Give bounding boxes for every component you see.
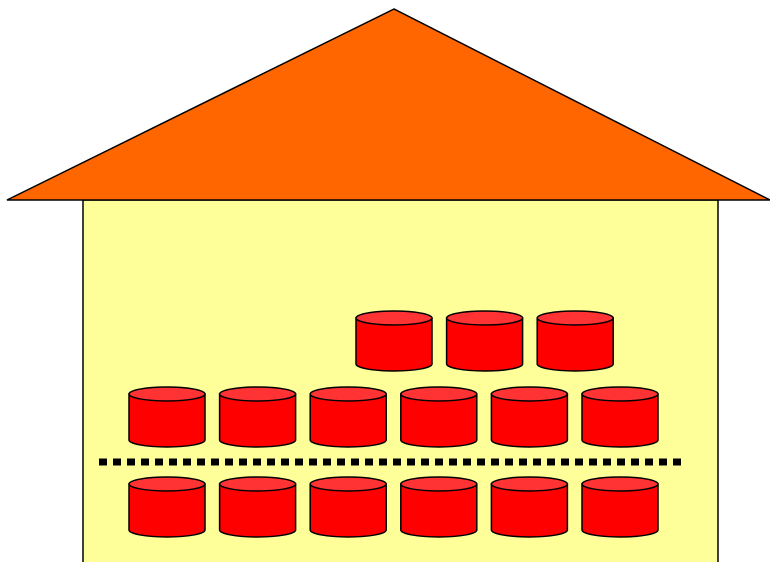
cylinder-top (581, 386, 659, 402)
cylinder-body (355, 317, 433, 372)
cylinder-lower-row-2 (218, 476, 297, 538)
cylinder-body (309, 483, 387, 538)
cylinder-top (400, 476, 478, 492)
cylinder-body (490, 483, 569, 538)
cylinder-middle-row-3 (309, 386, 387, 448)
cylinder-body (218, 483, 297, 538)
cylinder-middle-row-5 (490, 386, 569, 448)
cylinder-top (490, 386, 569, 402)
cylinder-top (128, 386, 206, 402)
cylinder-middle-row-1 (128, 386, 206, 448)
cylinder-top (309, 476, 387, 492)
cylinder-body (581, 393, 659, 448)
cylinder-body (445, 317, 524, 372)
cylinder-lower-row-5 (490, 476, 569, 538)
cylinder-lower-row-3 (309, 476, 387, 538)
cylinder-middle-row-2 (218, 386, 297, 448)
cylinder-upper-row-3 (536, 310, 614, 372)
cylinder-body (581, 483, 659, 538)
cylinder-top (355, 310, 433, 326)
cylinder-lower-row-4 (400, 476, 478, 538)
cylinder-middle-row-6 (581, 386, 659, 448)
cylinder-lower-row-1 (128, 476, 206, 538)
cylinder-top (218, 476, 297, 492)
cylinder-top (490, 476, 569, 492)
cylinder-body (128, 393, 206, 448)
cylinder-middle-row-4 (400, 386, 478, 448)
cylinder-top (309, 386, 387, 402)
cylinder-body (218, 393, 297, 448)
cylinder-top (536, 310, 614, 326)
cylinder-body (400, 393, 478, 448)
cylinder-top (400, 386, 478, 402)
cylinder-body (128, 483, 206, 538)
cylinder-top (445, 310, 524, 326)
cylinder-top (128, 476, 206, 492)
cylinder-top (218, 386, 297, 402)
cylinder-upper-row-1 (355, 310, 433, 372)
cylinder-lower-row-6 (581, 476, 659, 538)
cylinder-upper-row-2 (445, 310, 524, 372)
cylinder-top (581, 476, 659, 492)
storage-cylinders (128, 310, 659, 538)
cylinder-body (536, 317, 614, 372)
cylinder-body (400, 483, 478, 538)
house-roof (6, 8, 770, 201)
cylinder-body (309, 393, 387, 448)
cylinder-body (490, 393, 569, 448)
